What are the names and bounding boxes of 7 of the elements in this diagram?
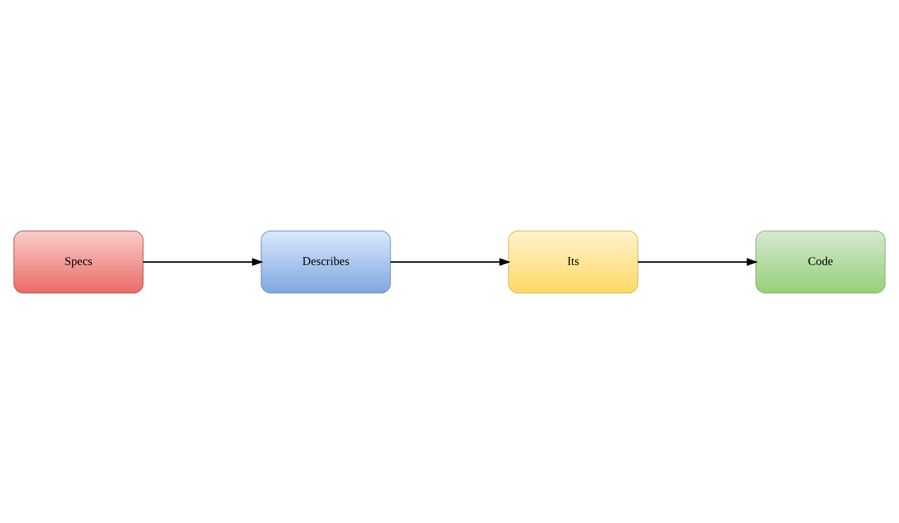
node-box: Its bbox=[508, 230, 638, 293]
node-box: Specs bbox=[13, 230, 144, 293]
node-box: Describes bbox=[260, 230, 391, 293]
arrow bbox=[143, 258, 264, 266]
node-box: Code bbox=[756, 230, 886, 293]
arrow bbox=[390, 258, 511, 266]
arrow bbox=[638, 258, 758, 266]
